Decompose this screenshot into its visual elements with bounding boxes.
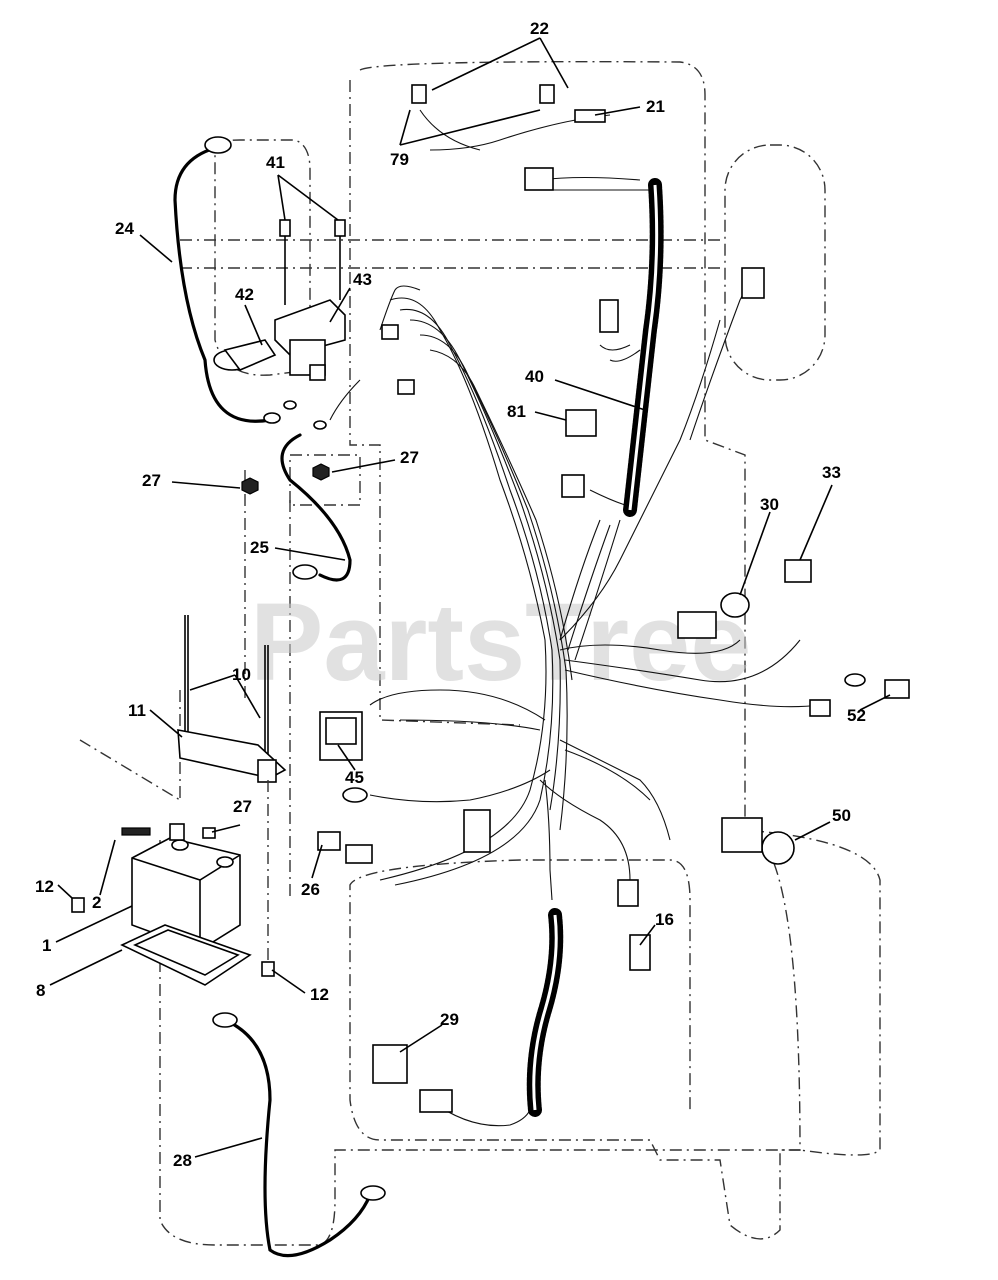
connector-top [524, 167, 554, 191]
callout-28: 28 [173, 1151, 192, 1170]
callout-leaders [49, 37, 891, 1158]
callout-16: 16 [655, 910, 674, 929]
switch-33 [784, 559, 812, 583]
callout-22: 22 [530, 19, 549, 38]
callout-33: 33 [822, 463, 841, 482]
callout-11: 11 [128, 701, 146, 720]
main-wiring-harness [329, 109, 821, 1127]
switch-50 [761, 831, 795, 865]
callout-1: 1 [42, 936, 51, 955]
callout-79: 79 [390, 150, 409, 169]
watermark-text: PartsTree [250, 581, 751, 704]
callout-42: 42 [235, 285, 254, 304]
callout-12-left: 12 [35, 877, 54, 896]
battery [131, 837, 241, 951]
connector-right-top [741, 267, 765, 299]
connector-21 [574, 109, 606, 123]
battery-tray [120, 924, 252, 986]
ring-terminals [204, 136, 866, 1201]
battery-cable-24 [173, 146, 272, 423]
connector-large [463, 809, 491, 853]
connector-block [677, 611, 717, 639]
connector-52 [884, 679, 910, 699]
callout-numbers: 22 21 79 41 24 42 43 40 81 27 27 33 30 2… [35, 19, 866, 1170]
callout-40: 40 [525, 367, 544, 386]
switch-30 [720, 592, 750, 618]
callout-27-upper-right: 27 [400, 448, 419, 467]
callout-25: 25 [250, 538, 269, 557]
callout-45: 45 [345, 768, 364, 787]
connector-22a [411, 84, 427, 104]
callout-29: 29 [440, 1010, 459, 1029]
callout-8: 8 [36, 981, 45, 1000]
callout-52: 52 [847, 706, 866, 725]
callout-50: 50 [832, 806, 851, 825]
switch-16 [629, 934, 651, 971]
callout-30: 30 [760, 495, 779, 514]
callout-2: 2 [92, 893, 101, 912]
callout-21: 21 [646, 97, 665, 116]
connectors [317, 84, 910, 1113]
starter-solenoid [213, 219, 346, 430]
connector-mid-right [599, 299, 619, 333]
callout-26: 26 [301, 880, 320, 899]
hex-nuts [241, 463, 330, 495]
callout-24: 24 [115, 219, 134, 238]
battery-hold-down [177, 615, 287, 977]
callout-27-lower: 27 [233, 797, 252, 816]
connector-22b [539, 84, 555, 104]
callout-12-right: 12 [310, 985, 329, 1004]
tractor-frame-outline [79, 60, 881, 1246]
callout-81: 81 [507, 402, 526, 421]
callout-41: 41 [266, 153, 285, 172]
battery-hardware [71, 823, 216, 913]
battery-cable-25 [280, 433, 352, 582]
callout-10: 10 [232, 665, 251, 684]
callout-27-upper-left: 27 [142, 471, 161, 490]
battery-cable-28 [223, 1018, 372, 1258]
callout-43: 43 [353, 270, 372, 289]
relay-81 [565, 409, 597, 437]
